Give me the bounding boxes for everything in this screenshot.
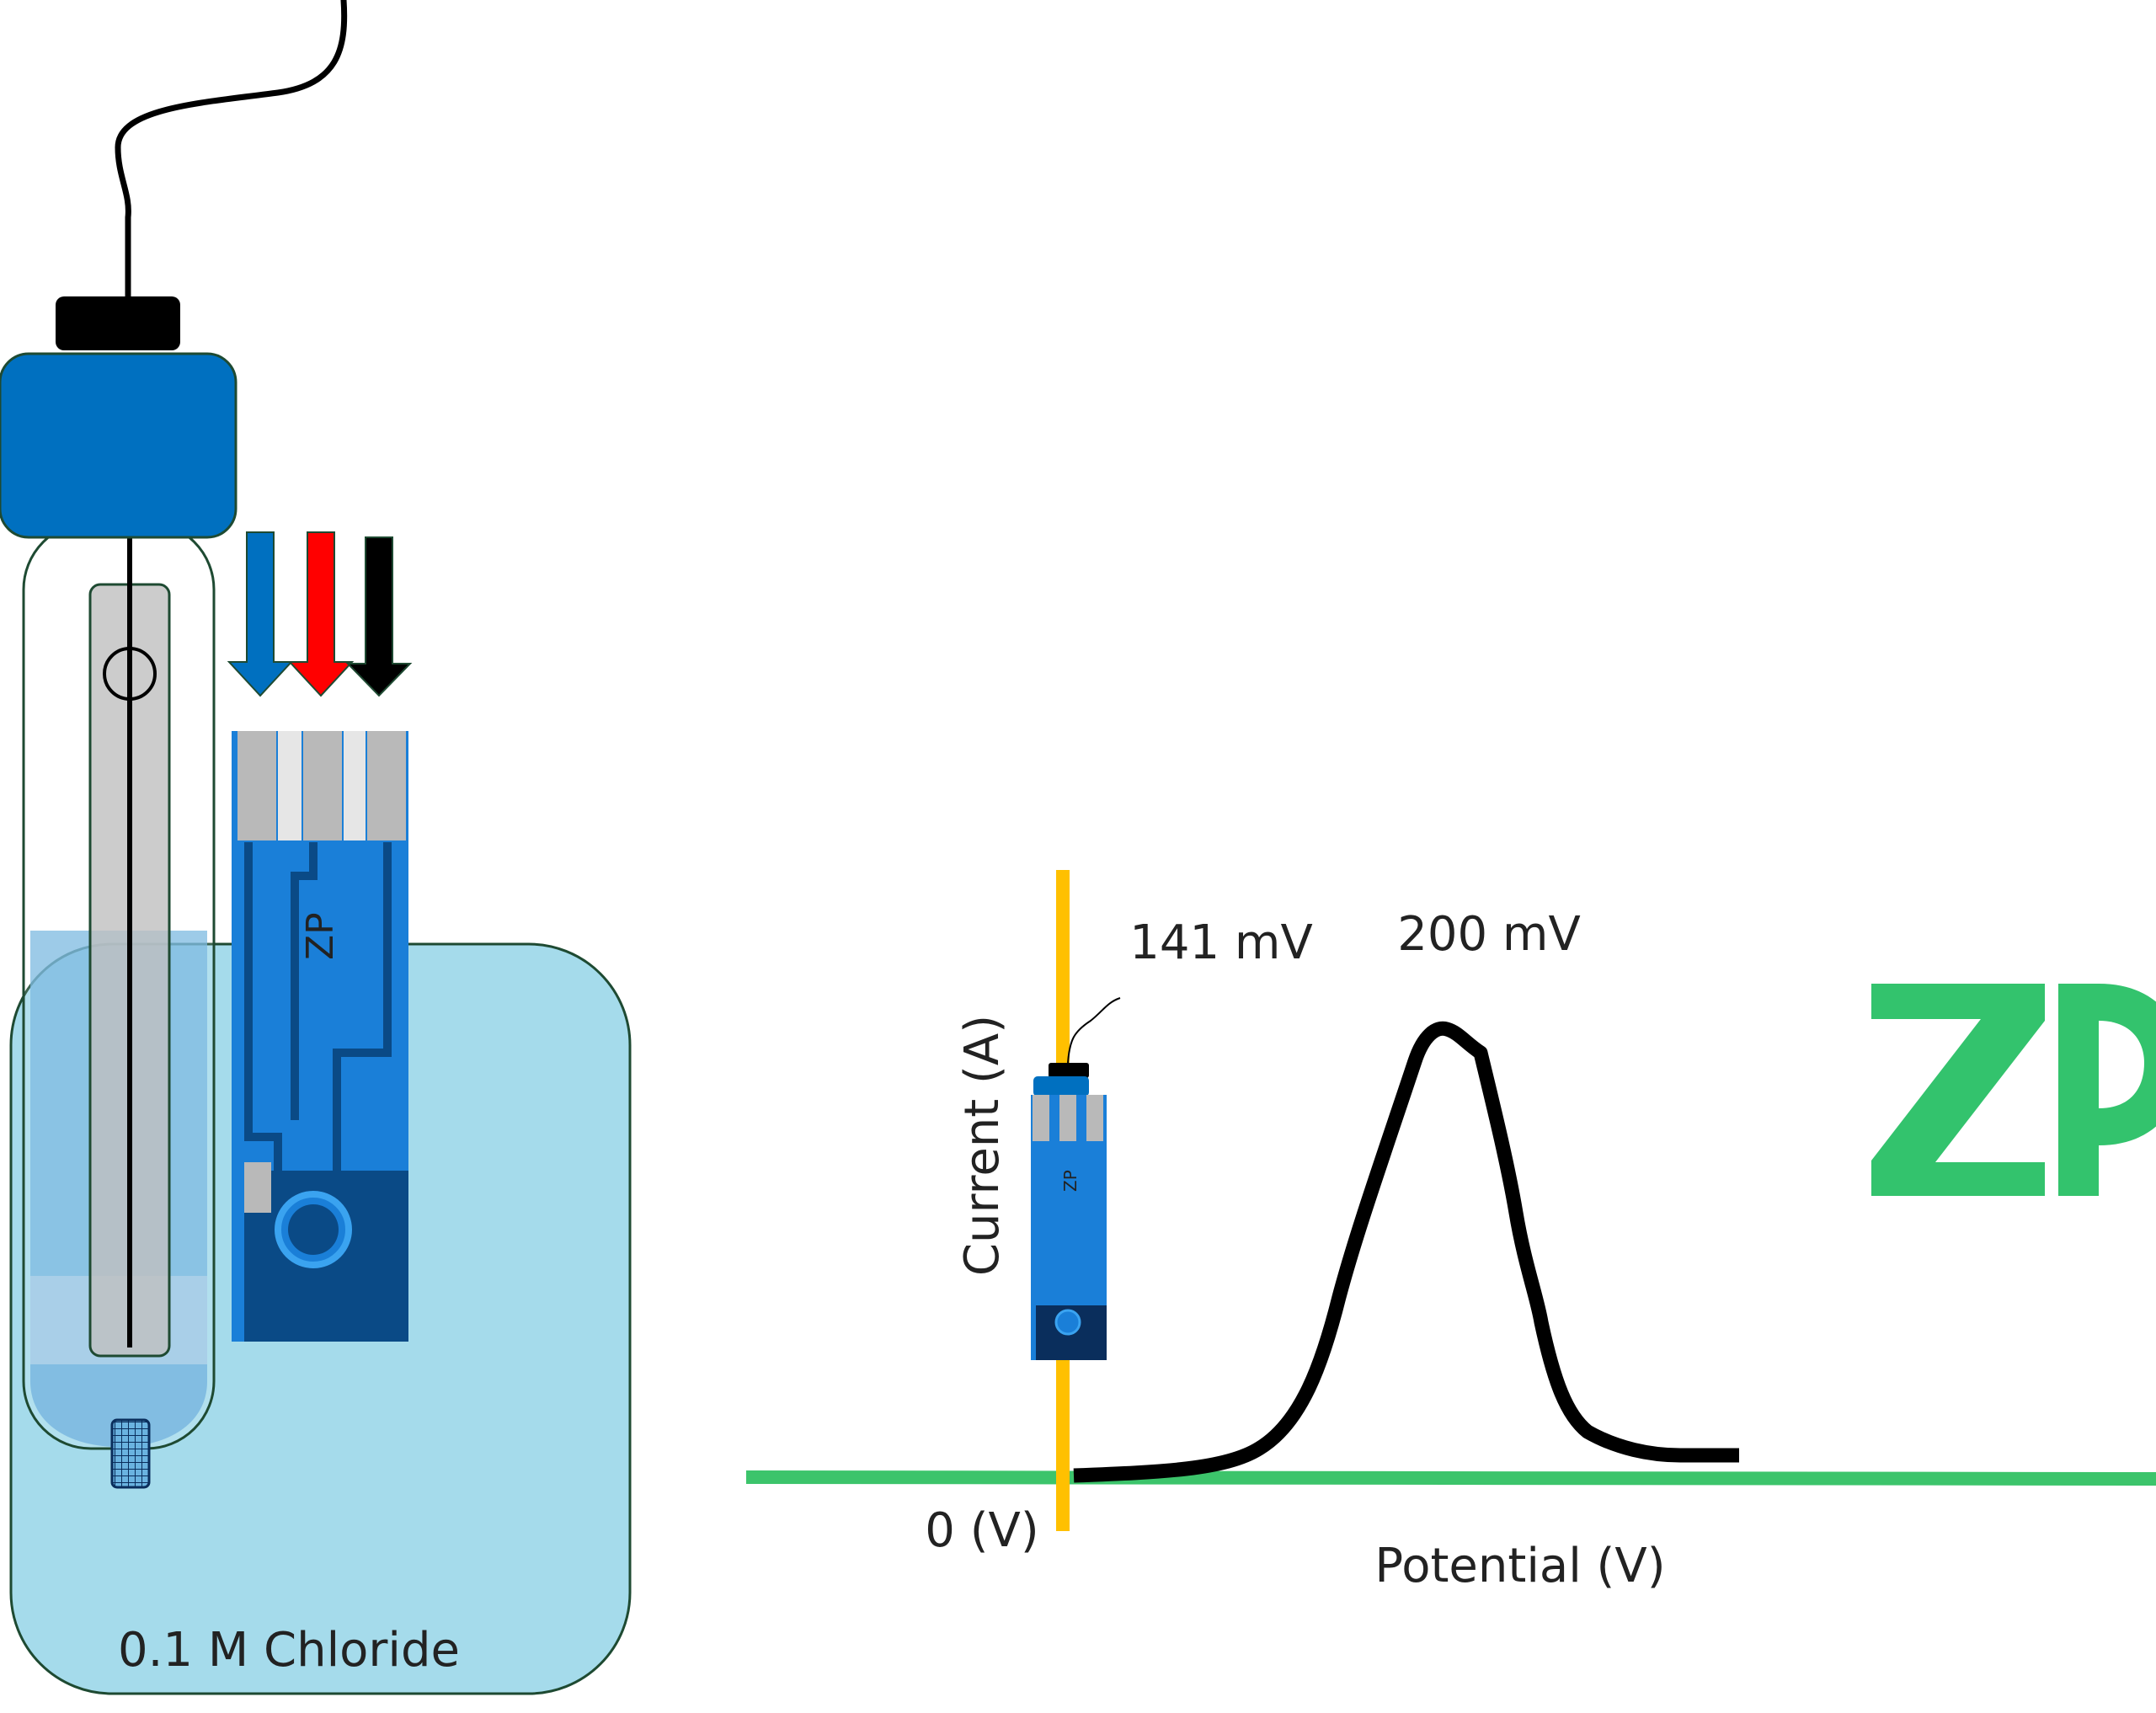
arrow-red xyxy=(287,531,355,697)
annotation-200mv: 200 mV xyxy=(1397,907,1581,962)
annotation-141mv: 141 mV xyxy=(1129,915,1313,970)
electrode-cable xyxy=(115,0,348,307)
zp-logo xyxy=(1871,984,2156,1196)
x-axis-line xyxy=(745,1470,2156,1486)
x-axis-label: Potential (V) xyxy=(1374,1539,1665,1593)
arrow-blue xyxy=(227,531,294,697)
arrow-black xyxy=(345,536,413,697)
mini-sensor: ZP xyxy=(1031,997,1121,1360)
electrode-cap xyxy=(0,352,237,539)
svg-text:ZP: ZP xyxy=(1060,1170,1081,1192)
electrode-cap-top xyxy=(56,296,180,350)
electrode-tip-fill xyxy=(30,1364,207,1447)
svg-text:ZP: ZP xyxy=(299,912,342,960)
voltammogram-curve xyxy=(1073,1021,1739,1483)
y-axis-label: Current (A) xyxy=(955,1015,1010,1276)
electrode-frit xyxy=(110,1418,151,1489)
sensor-strip: ZP xyxy=(232,731,408,1342)
origin-label: 0 (V) xyxy=(925,1503,1038,1558)
beaker-label: 0.1 M Chloride xyxy=(118,1623,460,1678)
